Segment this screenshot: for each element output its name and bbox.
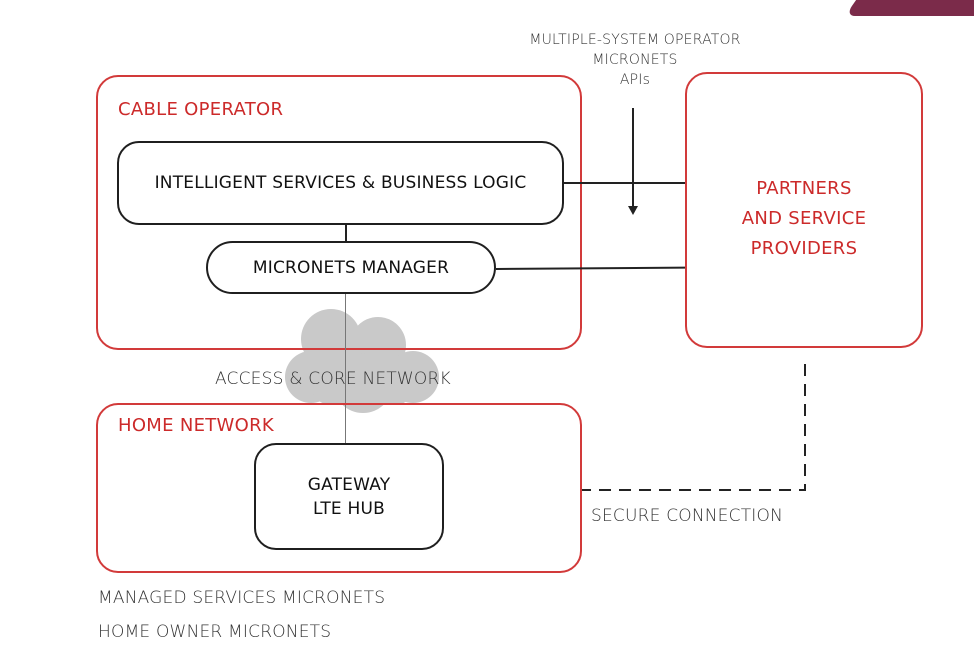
cable-operator-box	[96, 75, 582, 350]
managed-services-micronets-label: MANAGED SERVICES MICRONETS	[98, 588, 386, 608]
services-manager-connector	[345, 225, 347, 241]
mso-api-label: MULTIPLE-SYSTEM OPERATOR MICRONETS APIs	[529, 32, 741, 88]
access-core-network-label: ACCESS & CORE NETWORK	[215, 369, 451, 389]
home-network-title: HOME NETWORK	[118, 415, 275, 436]
manager-partners-link	[495, 266, 686, 270]
mso-api-arrow-head	[628, 206, 638, 215]
gateway-lte-hub-box: GATEWAY LTE HUB	[254, 443, 444, 550]
secure-connection-line	[582, 364, 806, 491]
secure-connection-label: SECURE CONNECTION	[591, 506, 783, 526]
home-network-box	[96, 403, 582, 573]
cable-operator-title: CABLE OPERATOR	[118, 99, 284, 120]
manager-gateway-connector	[345, 294, 346, 444]
mso-api-arrow-shaft	[632, 108, 634, 206]
intelligent-services-box: INTELLIGENT SERVICES & BUSINESS LOGIC	[117, 141, 564, 225]
partners-box	[685, 72, 923, 348]
cloud-icon	[285, 309, 439, 413]
micronets-manager-box: MICRONETS MANAGER	[206, 241, 496, 294]
partners-label: PARTNERS AND SERVICE PROVIDERS	[741, 178, 867, 259]
corner-decoration	[844, 0, 974, 16]
services-partners-link	[564, 182, 685, 184]
home-owner-micronets-label: HOME OWNER MICRONETS	[98, 622, 332, 642]
